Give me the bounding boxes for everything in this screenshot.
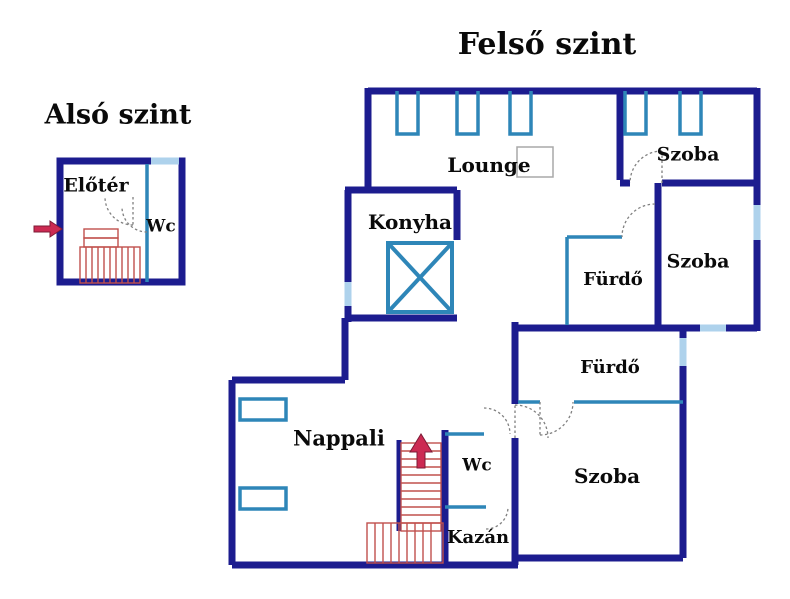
lounge-fixture-2 (455, 91, 480, 136)
szoba-top-door-arc (629, 150, 663, 184)
room-label-wc-lower: Wc (146, 216, 176, 237)
room-label-kazan: Kazán (446, 527, 510, 548)
nappali-window-a (238, 397, 288, 422)
stair-treads (85, 247, 135, 283)
room-label-nappali: Nappali (293, 425, 385, 451)
room-label-konyha: Konyha (368, 210, 452, 234)
lower-floor-title: Alsó szint (44, 99, 192, 131)
szoba-fixture-1 (623, 91, 648, 136)
szoba-bottom-entry-arc (514, 404, 549, 439)
kitchen-island-icon (386, 241, 454, 314)
lounge-fixture-1 (395, 91, 420, 136)
upper-floor-title: Felső szint (457, 27, 637, 62)
lounge-fixture-3 (508, 91, 533, 136)
szoba-fixture-2 (678, 91, 703, 136)
room-label-lounge: Lounge (447, 153, 531, 177)
lower-floor-plan (33, 157, 186, 286)
room-label-eloter: Előtér (63, 174, 129, 197)
upper-walls (228, 87, 761, 569)
upper-door-arcs (483, 150, 663, 530)
upper-stairs (366, 433, 444, 564)
island-outline (386, 241, 454, 314)
entry-door-arc (104, 196, 134, 226)
kazan-door-arc (485, 506, 509, 530)
lower-stairs (79, 228, 141, 284)
wc-upper-door-arc (483, 407, 511, 435)
room-label-furdo-upper: Fürdő (583, 269, 643, 290)
furdo-upper-door-arc (621, 203, 656, 238)
lower-outer-walls (56, 157, 186, 286)
entrance-arrow-icon (33, 220, 63, 238)
stairs-up-arrow-icon (409, 433, 433, 469)
nappali-window-b (238, 486, 288, 511)
room-label-szoba-top: Szoba (656, 143, 720, 166)
room-label-wc-upper: Wc (462, 455, 492, 476)
room-label-furdo-lower: Fürdő (580, 357, 640, 378)
lounge-furniture-rect (516, 146, 554, 178)
stair-flight-bottom-treads (374, 523, 432, 563)
upper-floor-plan (228, 87, 761, 569)
wc-door-arc (121, 206, 148, 233)
furdo-lower-door-arc (539, 401, 574, 436)
stair-landing-b (83, 237, 119, 248)
stair-landing-a (83, 228, 119, 239)
island-cross (386, 241, 454, 314)
room-label-szoba-bottom: Szoba (573, 464, 641, 488)
upper-windows (344, 205, 761, 366)
stair-flight-bottom-outline (366, 522, 444, 564)
room-label-szoba-right: Szoba (666, 250, 730, 273)
upper-partitions (238, 91, 703, 511)
